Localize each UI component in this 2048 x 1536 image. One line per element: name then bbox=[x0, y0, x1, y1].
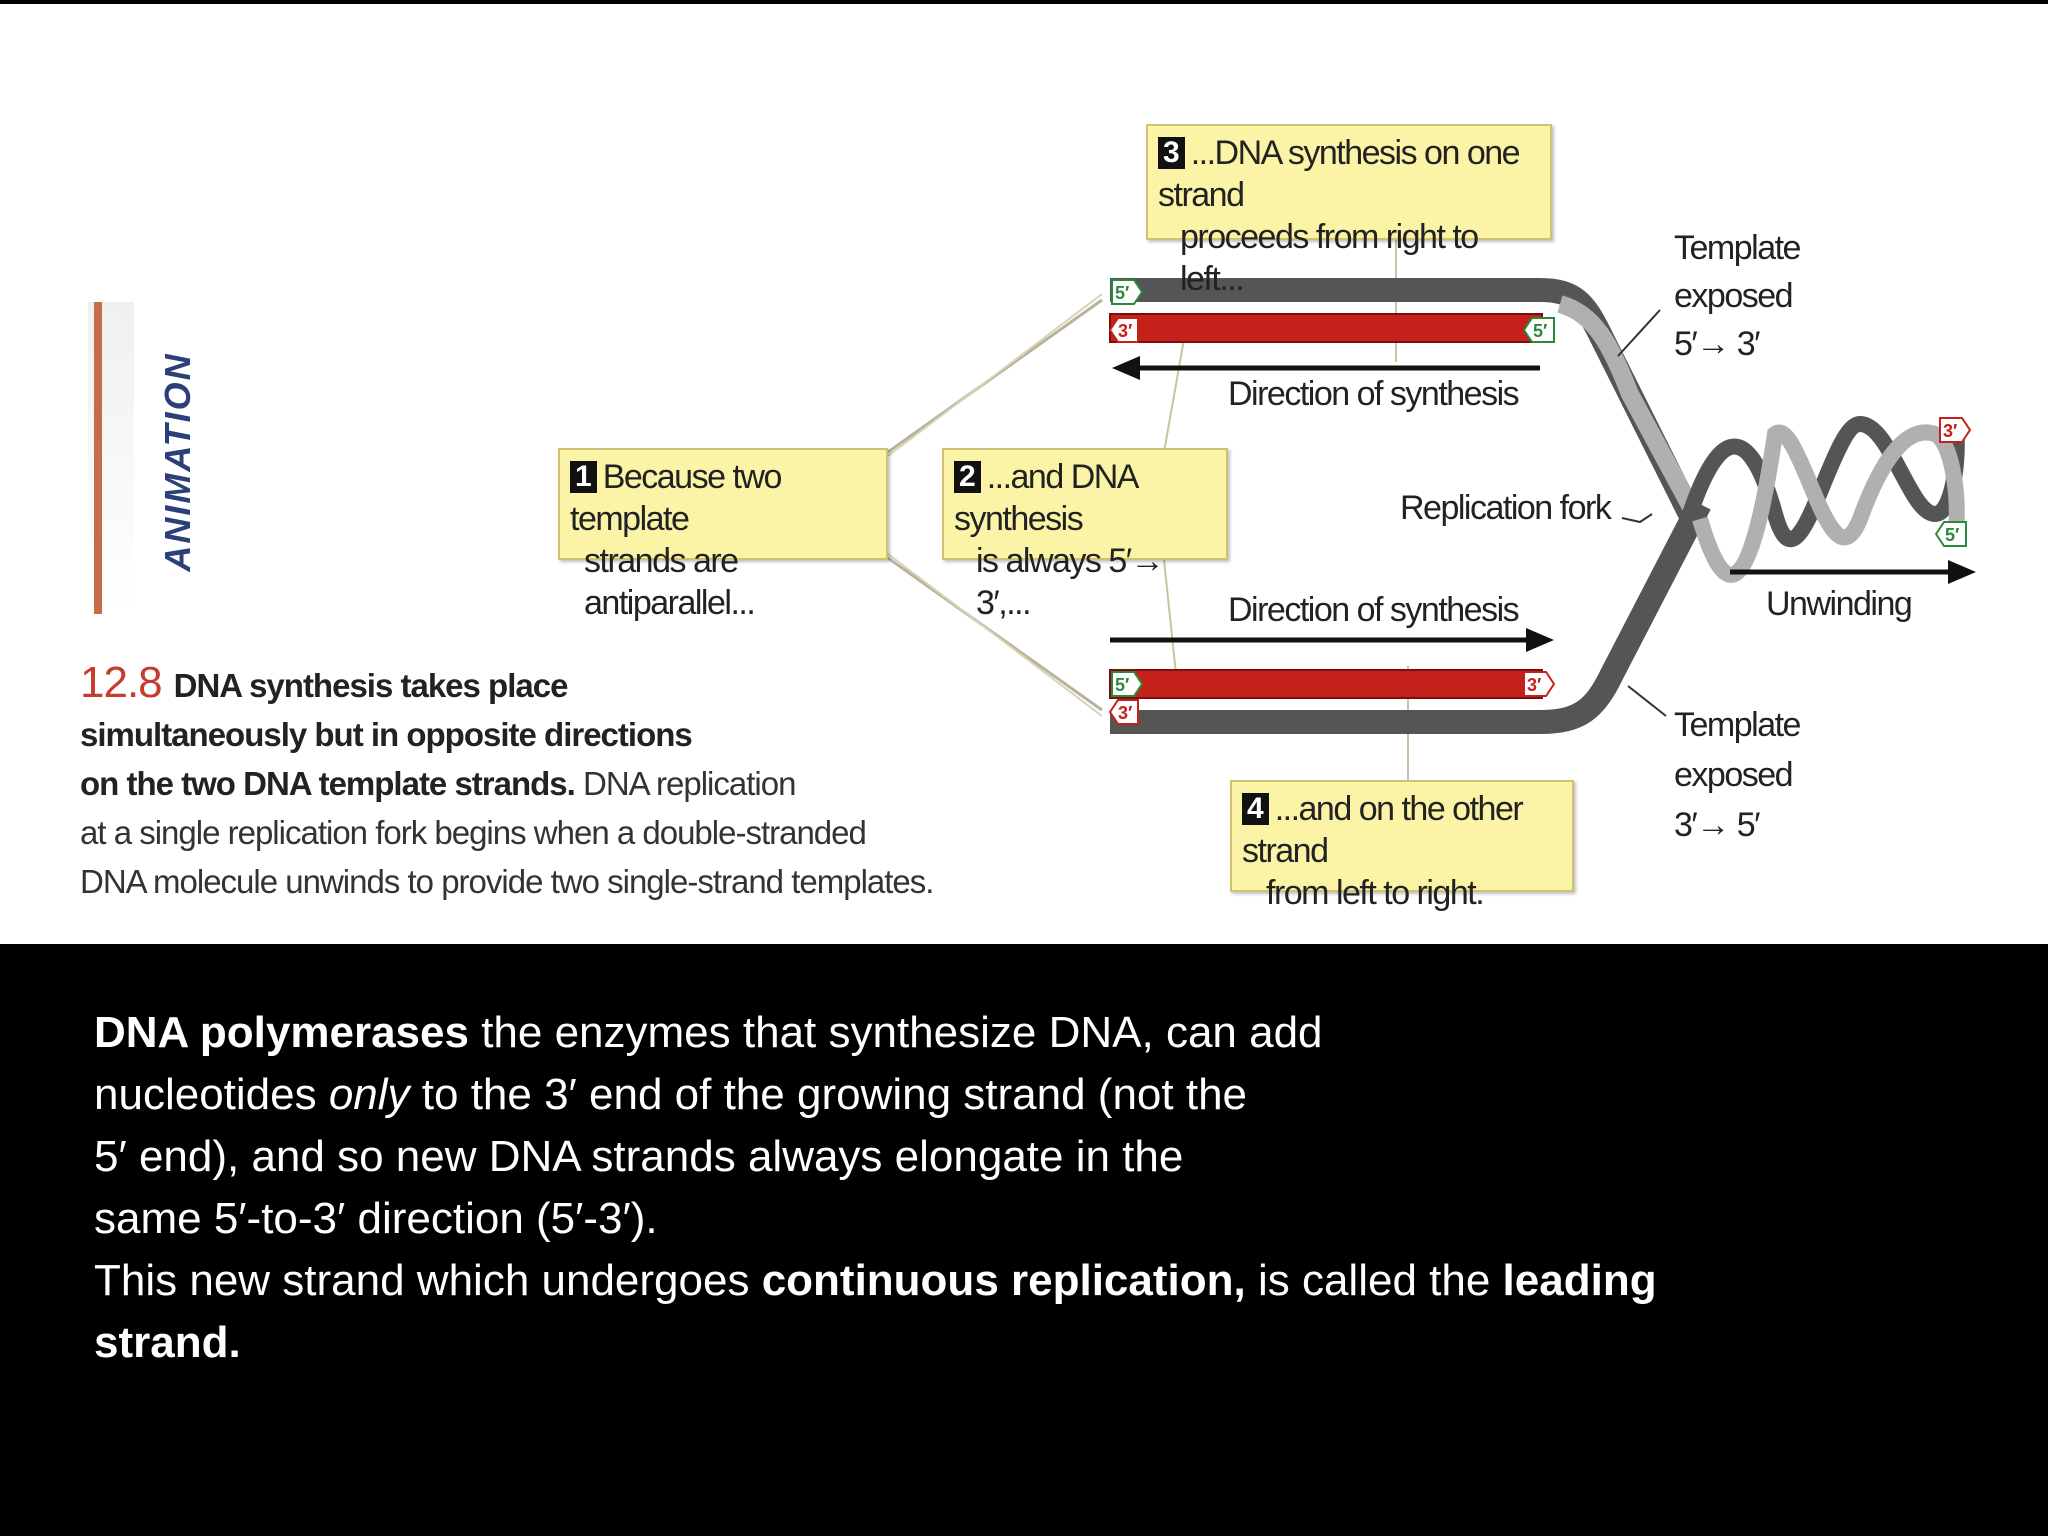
bottom-new-strand bbox=[1109, 669, 1543, 699]
end-tag bbox=[1523, 671, 1556, 697]
helix-strand-dark bbox=[1682, 415, 1965, 547]
body-text-span: to the 3′ end of the growing strand (not… bbox=[409, 1070, 1248, 1119]
end-tag-label: 3′ bbox=[1527, 675, 1541, 695]
end-tag bbox=[1111, 671, 1144, 697]
caption-line-4: at a single replication fork begins when… bbox=[80, 814, 867, 851]
callout-3-line2: proceeds from right to left... bbox=[1180, 218, 1479, 298]
bottom-template-strand bbox=[1110, 498, 1711, 734]
template-top-line1: Template bbox=[1674, 229, 1801, 267]
term-leading: leading bbox=[1502, 1256, 1657, 1305]
template-bottom-leader bbox=[1627, 685, 1667, 717]
body-text-line: 5′ end), and so new DNA strands always e… bbox=[94, 1132, 1184, 1181]
end-tag-label: 3′ bbox=[1118, 321, 1132, 341]
bottom-direction-arrowhead bbox=[1526, 628, 1554, 652]
template-top-line2: exposed bbox=[1674, 277, 1794, 315]
end-tag-label: 5′ bbox=[1115, 675, 1129, 695]
end-tag-label: 3′ bbox=[1943, 421, 1957, 441]
caption-bold-2: simultaneously but in opposite direction… bbox=[80, 716, 693, 753]
body-text-line: same 5′-to-3′ direction (5′-3′). bbox=[94, 1194, 658, 1243]
replication-fork-leader bbox=[1621, 513, 1653, 524]
callout-3-line1: ...DNA synthesis on one strand bbox=[1158, 134, 1521, 214]
callout-4: 4...and on the other strand from left to… bbox=[1230, 780, 1574, 912]
end-tag-label: 5′ bbox=[1533, 321, 1547, 341]
body-text-italic: only bbox=[328, 1070, 410, 1119]
animation-tab-label: ANIMATION bbox=[157, 352, 198, 572]
caption-line-5: DNA molecule unwinds to provide two sing… bbox=[80, 863, 934, 900]
caption-rest-3: DNA replication bbox=[574, 765, 796, 802]
callout-4-line2: from left to right. bbox=[1266, 874, 1485, 912]
callout-1-line2: strands are antiparallel... bbox=[584, 542, 756, 622]
caption-bold-3: on the two DNA template strands. bbox=[80, 765, 576, 802]
slide-body-text: DNA polymerases the enzymes that synthes… bbox=[94, 1002, 1954, 1374]
template-top-label: Template exposed 5′→ 3′ bbox=[1674, 224, 1801, 368]
unwinding-label: Unwinding bbox=[1766, 585, 1913, 623]
end-tag bbox=[1108, 699, 1139, 725]
top-unwound-strand bbox=[1557, 295, 1708, 529]
callout-2-line2: is always 5′→ 3′,... bbox=[976, 542, 1165, 622]
animation-tab-bar bbox=[94, 302, 102, 614]
template-bottom-label: Template exposed 3′→ 5′ bbox=[1674, 700, 1801, 850]
caption-bold-1: DNA synthesis takes place bbox=[173, 667, 569, 704]
pointer-line bbox=[887, 293, 1103, 457]
direction-bottom-label: Direction of synthesis bbox=[1228, 591, 1520, 629]
direction-top-label: Direction of synthesis bbox=[1228, 375, 1520, 413]
callout-2-line1: ...and DNA synthesis bbox=[954, 458, 1138, 538]
end-tag-label: 5′ bbox=[1945, 525, 1959, 545]
template-bottom-line2: exposed bbox=[1674, 756, 1794, 794]
replication-fork-diagram: 5′ 3′ 5′ 5′ 3′ 3′ 3′ 5′ bbox=[887, 240, 1976, 782]
template-bottom-line1: Template bbox=[1674, 706, 1801, 744]
pointer-line bbox=[887, 553, 1103, 717]
end-tag-label: 3′ bbox=[1118, 703, 1132, 723]
term-dna-polymerases: DNA polymerases bbox=[94, 1008, 469, 1057]
callout-1-line1: Because two template bbox=[570, 458, 782, 538]
end-tag bbox=[1934, 521, 1967, 547]
end-tag bbox=[1108, 317, 1139, 343]
callout-3: 3...DNA synthesis on one strand proceeds… bbox=[1146, 124, 1552, 298]
term-continuous-replication: continuous replication, bbox=[761, 1256, 1246, 1305]
top-direction-arrowhead bbox=[1112, 356, 1140, 380]
pointer-line bbox=[1163, 559, 1177, 675]
end-tag bbox=[1522, 317, 1555, 343]
replication-fork-label: Replication fork bbox=[1400, 489, 1612, 527]
body-text-span: is called the bbox=[1245, 1256, 1503, 1305]
callout-2-number: 2 bbox=[954, 461, 981, 493]
end-tag-label: 5′ bbox=[1115, 283, 1129, 303]
callout-4-number: 4 bbox=[1242, 793, 1269, 825]
callout-3-number: 3 bbox=[1158, 137, 1185, 169]
body-text-span: the enzymes that synthesize DNA, can add bbox=[468, 1008, 1323, 1057]
end-tag bbox=[1939, 417, 1972, 443]
template-top-leader bbox=[1617, 309, 1661, 357]
callout-4-line1: ...and on the other strand bbox=[1242, 790, 1524, 870]
template-top-line3: 5′→ 3′ bbox=[1674, 325, 1761, 363]
unwinding-arrowhead bbox=[1948, 560, 1976, 584]
animation-tab: ANIMATION bbox=[88, 302, 198, 614]
top-new-strand bbox=[1109, 313, 1543, 343]
body-text-span: nucleotides bbox=[94, 1070, 329, 1119]
figure-caption: 12.8 DNA synthesis takes place simultaneo… bbox=[80, 658, 980, 906]
template-bottom-line3: 3′→ 5′ bbox=[1674, 806, 1761, 844]
callout-1-number: 1 bbox=[570, 461, 597, 493]
pointer-line bbox=[1163, 327, 1187, 453]
callout-2: 2...and DNA synthesis is always 5′→ 3′,.… bbox=[942, 448, 1228, 622]
caption-number: 12.8 bbox=[80, 658, 163, 707]
end-tag bbox=[1111, 279, 1144, 305]
body-text-span: This new strand which undergoes bbox=[94, 1256, 762, 1305]
term-strand: strand. bbox=[94, 1318, 241, 1367]
